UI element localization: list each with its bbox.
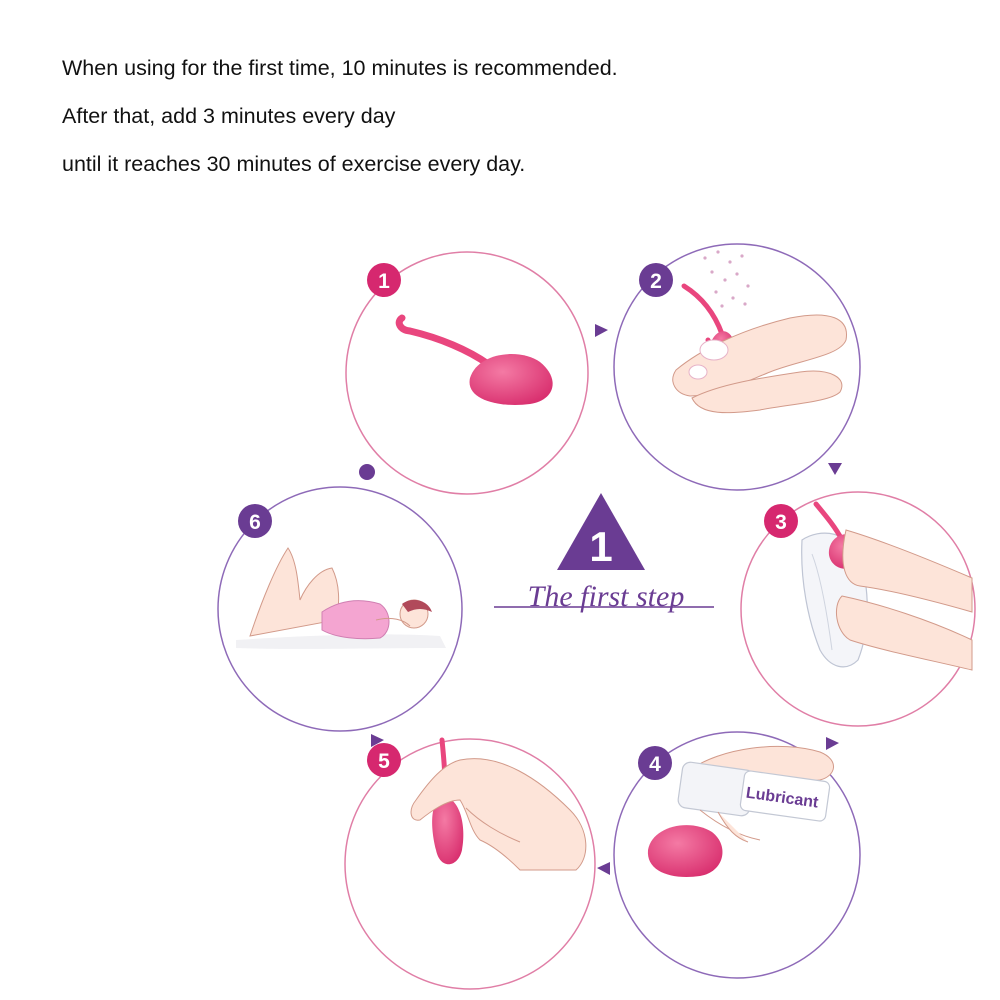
step-4-number: 4 xyxy=(649,753,661,776)
inserting-ball-icon xyxy=(410,737,587,871)
arrow-3-to-4 xyxy=(826,737,839,750)
step-2-badge: 2 xyxy=(639,263,673,297)
first-step-caption: The first step xyxy=(528,580,685,613)
step-6-badge: 6 xyxy=(238,504,272,538)
arrow-2-to-3 xyxy=(828,463,842,475)
step-3-badge: 3 xyxy=(764,504,798,538)
lying-woman-icon xyxy=(236,547,446,649)
arrow-5-to-6 xyxy=(371,734,384,747)
connector-6-to-1 xyxy=(359,464,375,480)
drying-towel-icon xyxy=(801,501,973,671)
instruction-line-3: until it reaches 30 minutes of exercise … xyxy=(62,152,526,176)
center-label: 1 The first step xyxy=(494,493,714,613)
step-6: 6 xyxy=(217,486,463,732)
step-4-badge: 4 xyxy=(638,746,672,780)
instruction-line-2: After that, add 3 minutes every day xyxy=(62,104,396,128)
arrow-4-to-5 xyxy=(597,862,610,875)
step-1-circle xyxy=(345,251,589,495)
center-step-number: 1 xyxy=(589,523,612,570)
step-1-badge: 1 xyxy=(367,263,401,297)
arrow-1-to-2 xyxy=(595,324,608,337)
step-5-badge: 5 xyxy=(367,743,401,777)
step-2-number: 2 xyxy=(650,270,662,293)
instruction-line-1: When using for the first time, 10 minute… xyxy=(62,56,618,80)
step-1-number: 1 xyxy=(378,270,390,293)
step-1: 1 xyxy=(345,251,589,495)
step-2: 2 xyxy=(613,243,861,491)
step-6-number: 6 xyxy=(249,511,261,534)
instructions-text: When using for the first time, 10 minute… xyxy=(62,56,962,202)
step-3: 3 xyxy=(740,491,976,727)
flow-arrows xyxy=(359,324,842,875)
step-4: Lubricant 4 xyxy=(613,731,861,979)
center-triangle xyxy=(557,493,645,570)
lubricant-bottle-icon: Lubricant xyxy=(647,745,834,877)
step-3-number: 3 xyxy=(775,511,787,534)
washing-hands-icon xyxy=(672,250,847,414)
kegel-ball-icon xyxy=(395,314,553,405)
step-5-number: 5 xyxy=(378,750,390,773)
step-5: 5 xyxy=(344,737,596,990)
